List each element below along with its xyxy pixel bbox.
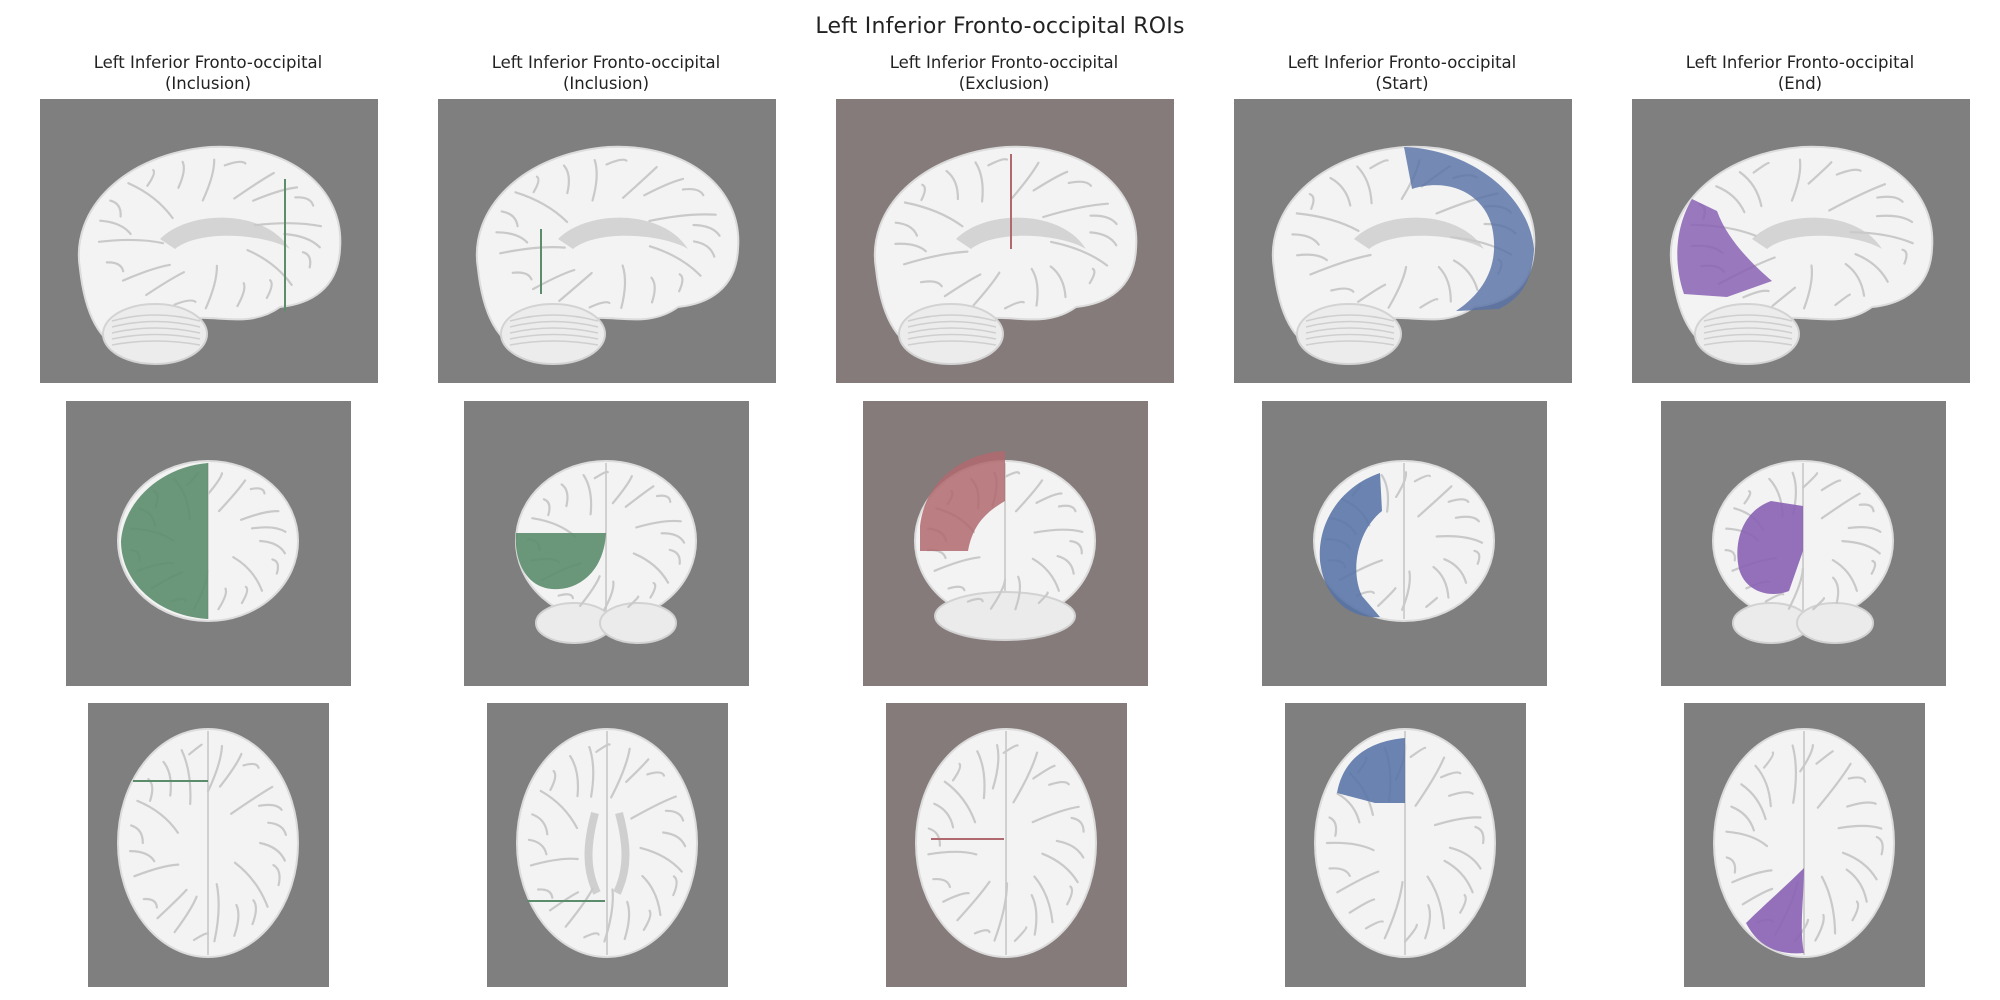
sagittal-slice-image <box>836 99 1174 383</box>
column-title-2: Left Inferior Fronto-occipital (Inclusio… <box>436 52 776 94</box>
axial-slice-image <box>1285 703 1526 987</box>
figure-title: Left Inferior Fronto-occipital ROIs <box>815 14 1185 39</box>
axial-panel-2 <box>487 703 728 987</box>
axial-slice-image <box>487 703 728 987</box>
sagittal-panel-1 <box>40 99 378 383</box>
axial-panel-4 <box>1285 703 1526 987</box>
column-title-role: (Inclusion) <box>562 74 650 93</box>
column-title-label: Left Inferior Fronto-occipital <box>889 53 1119 72</box>
column-title-label: Left Inferior Fronto-occipital <box>93 53 323 72</box>
column-title-label: Left Inferior Fronto-occipital <box>1685 53 1915 72</box>
coronal-panel-2 <box>464 401 749 686</box>
coronal-slice-image <box>66 401 351 686</box>
sagittal-panel-3 <box>836 99 1174 383</box>
coronal-panel-1 <box>66 401 351 686</box>
column-title-role: (Start) <box>1375 74 1429 93</box>
column-title-label: Left Inferior Fronto-occipital <box>1287 53 1517 72</box>
sagittal-slice-image <box>1234 99 1572 383</box>
sagittal-panel-5 <box>1632 99 1970 383</box>
column-title-4: Left Inferior Fronto-occipital (Start) <box>1232 52 1572 94</box>
column-title-label: Left Inferior Fronto-occipital <box>491 53 721 72</box>
column-title-5: Left Inferior Fronto-occipital (End) <box>1630 52 1970 94</box>
sagittal-slice-image <box>40 99 378 383</box>
coronal-slice-image <box>1262 401 1547 686</box>
coronal-slice-image <box>464 401 749 686</box>
axial-panel-5 <box>1684 703 1925 987</box>
coronal-slice-image <box>863 401 1148 686</box>
column-title-3: Left Inferior Fronto-occipital (Exclusio… <box>834 52 1174 94</box>
coronal-slice-image <box>1661 401 1946 686</box>
column-title-role: (End) <box>1777 74 1823 93</box>
sagittal-slice-image <box>1632 99 1970 383</box>
sagittal-panel-2 <box>438 99 776 383</box>
coronal-panel-5 <box>1661 401 1946 686</box>
axial-panel-3 <box>886 703 1127 987</box>
column-title-1: Left Inferior Fronto-occipital (Inclusio… <box>38 52 378 94</box>
axial-slice-image <box>1684 703 1925 987</box>
axial-slice-image <box>88 703 329 987</box>
sagittal-panel-4 <box>1234 99 1572 383</box>
coronal-panel-3 <box>863 401 1148 686</box>
axial-panel-1 <box>88 703 329 987</box>
axial-slice-image <box>886 703 1127 987</box>
coronal-panel-4 <box>1262 401 1547 686</box>
column-title-role: (Exclusion) <box>958 74 1050 93</box>
sagittal-slice-image <box>438 99 776 383</box>
column-title-role: (Inclusion) <box>164 74 252 93</box>
